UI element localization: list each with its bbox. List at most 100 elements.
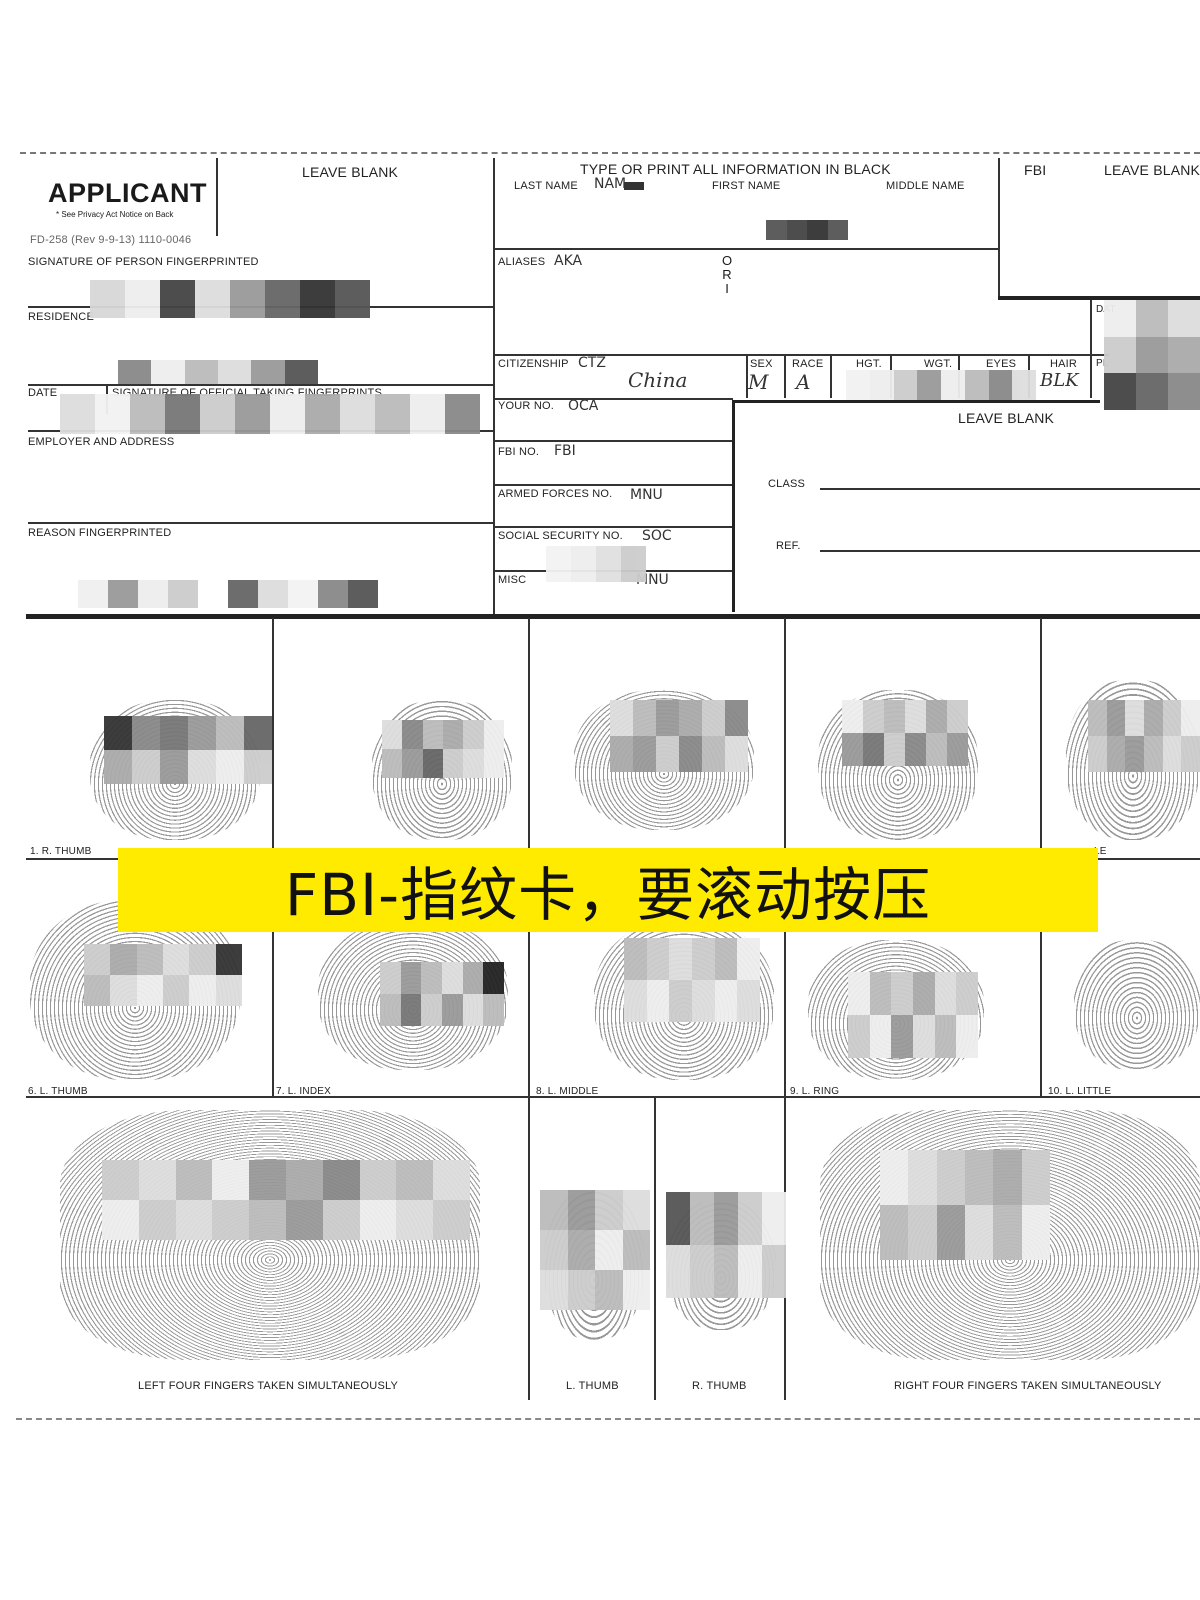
redaction-print-3 <box>610 700 748 772</box>
label-finger-9: 9. L. RING <box>790 1086 840 1097</box>
card-top-edge <box>20 152 1200 154</box>
ori-o: O <box>721 253 733 268</box>
grid-row3-col-2 <box>654 1098 656 1400</box>
hair-value: BLK <box>1040 370 1079 391</box>
your-no-value: OCA <box>568 398 599 414</box>
label-ref: REF. <box>776 540 801 552</box>
fbi-no-value: FBI <box>554 443 576 459</box>
redaction-residence <box>118 360 318 384</box>
aliases-value: AKA <box>554 253 583 269</box>
label-r-thumb: R. THUMB <box>692 1380 747 1392</box>
label-hair: HAIR <box>1050 358 1078 370</box>
race-value: A <box>796 370 811 394</box>
redaction-print-6 <box>84 944 242 1006</box>
redaction-signature <box>90 280 370 318</box>
grid-bottom-divider <box>26 1096 1200 1098</box>
date-line <box>28 384 494 386</box>
label-finger-1: 1. R. THUMB <box>30 846 92 857</box>
label-race: RACE <box>792 358 824 370</box>
redaction-print-5 <box>1088 700 1200 772</box>
fbi-box-left <box>998 158 1000 298</box>
yourno-line <box>493 398 733 400</box>
label-l-thumb: L. THUMB <box>566 1380 619 1392</box>
redaction-l-thumb <box>540 1190 650 1310</box>
race-divider <box>784 354 786 398</box>
leave-blank-box-title: LEAVE BLANK <box>958 410 1055 426</box>
citizenship-value: China <box>628 368 688 392</box>
ori-r: R <box>722 267 732 282</box>
leave-blank-box-top <box>732 400 1100 403</box>
label-residence: RESIDENCE <box>28 311 94 323</box>
redaction-date-place <box>1104 300 1200 410</box>
date-place-divider <box>1090 300 1092 398</box>
applicant-title: APPLICANT <box>48 178 207 208</box>
redaction-print-7 <box>380 962 504 1026</box>
redaction-ssn-misc <box>546 546 646 582</box>
label-last-name: LAST NAME <box>514 180 578 192</box>
redaction-print-2 <box>382 720 504 778</box>
redaction-right-four <box>880 1150 1050 1260</box>
ori-label: O R I <box>720 254 734 296</box>
instruction: TYPE OR PRINT ALL INFORMATION IN BLACK <box>580 161 891 177</box>
label-fbi: FBI <box>1024 162 1047 178</box>
label-eyes: EYES <box>986 358 1017 370</box>
redaction-print-8 <box>624 938 760 1022</box>
citizenship-code: CTZ <box>578 355 606 371</box>
print-l-little <box>1074 940 1200 1070</box>
ssn-line <box>493 526 733 528</box>
redaction-print-9 <box>848 972 978 1058</box>
form-number: FD-258 (Rev 9-9-13) 1110-0046 <box>30 234 192 246</box>
sex-divider <box>746 354 748 398</box>
redaction-left-four <box>102 1160 470 1240</box>
label-armed-forces: ARMED FORCES NO. <box>498 488 613 500</box>
label-finger-8: 8. L. MIDDLE <box>536 1086 599 1097</box>
label-sex: SEX <box>750 358 773 370</box>
redaction-reason <box>78 580 378 608</box>
redaction-hgt-wgt-eyes <box>846 370 1036 400</box>
sex-value: M <box>748 370 769 394</box>
label-finger-5: LE <box>1094 846 1107 857</box>
label-finger-6: 6. L. THUMB <box>28 1086 88 1097</box>
armed-line <box>493 484 733 486</box>
label-your-no: YOUR NO. <box>498 400 554 412</box>
hgt-divider <box>830 354 832 398</box>
last-name-value: NAM <box>594 176 627 192</box>
leave-blank-fbi: LEAVE BLANK <box>1104 162 1200 178</box>
center-left-border <box>493 158 495 616</box>
aliases-line <box>493 248 999 250</box>
caption-text: FBI-指纹卡，要滚动按压 <box>284 861 932 929</box>
redaction-print-4 <box>842 700 968 766</box>
label-date: DATE <box>28 387 58 399</box>
card-bottom-edge <box>16 1418 1200 1420</box>
redaction-date-sig <box>60 394 480 434</box>
label-reason: REASON FINGERPRINTED <box>28 527 172 539</box>
label-hgt: HGT. <box>856 358 882 370</box>
redaction-r-thumb <box>666 1192 786 1298</box>
fbino-line <box>493 440 733 442</box>
label-employer: EMPLOYER AND ADDRESS <box>28 436 175 448</box>
applicant-block: APPLICANT * See Privacy Act Notice on Ba… <box>28 170 218 250</box>
leave-blank-left: LEAVE BLANK <box>302 164 399 180</box>
label-left-four: LEFT FOUR FINGERS TAKEN SIMULTANEOUSLY <box>138 1380 399 1392</box>
fbi-box-bottom <box>998 296 1200 300</box>
label-middle-name: MIDDLE NAME <box>886 180 965 192</box>
caption-banner: FBI-指纹卡，要滚动按压 <box>118 848 1098 932</box>
ref-line <box>820 550 1200 552</box>
label-citizenship: CITIZENSHIP <box>498 358 569 370</box>
label-signature: SIGNATURE OF PERSON FINGERPRINTED <box>28 256 259 268</box>
redaction-print-1 <box>104 716 272 784</box>
redaction-last-name <box>624 182 644 190</box>
armed-forces-value: MNU <box>630 487 663 503</box>
label-wgt: WGT. <box>924 358 953 370</box>
privacy-note: * See Privacy Act Notice on Back <box>56 210 174 219</box>
ssn-value: SOC <box>642 528 672 544</box>
label-aliases: ALIASES <box>498 256 546 268</box>
label-finger-10: 10. L. LITTLE <box>1048 1086 1112 1097</box>
label-right-four: RIGHT FOUR FINGERS TAKEN SIMULTANEOUSLY <box>894 1380 1162 1392</box>
reason-line <box>28 522 494 524</box>
grid-top-border <box>26 614 1200 619</box>
label-finger-7: 7. L. INDEX <box>276 1086 331 1097</box>
label-class: CLASS <box>768 478 806 490</box>
ori-i: I <box>725 281 729 296</box>
label-ssn: SOCIAL SECURITY NO. <box>498 530 623 542</box>
